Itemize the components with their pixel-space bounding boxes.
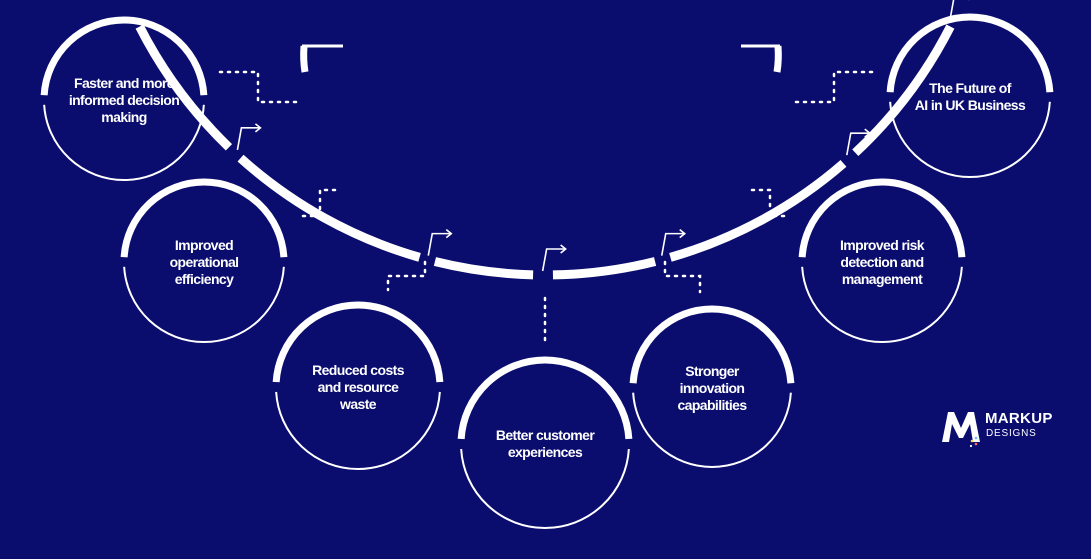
arc-segment-4 bbox=[552, 257, 657, 280]
node-innovation-circle bbox=[629, 305, 795, 468]
node-efficiency-ring-top bbox=[120, 178, 288, 258]
arc-cap-right-join bbox=[773, 45, 782, 73]
node-risk-label: Improved risk detection and management bbox=[839, 236, 925, 287]
node-risk-ring-top bbox=[798, 178, 966, 258]
logo-wordmark: MARKUP bbox=[985, 410, 1053, 427]
arc-arrow-3 bbox=[541, 248, 565, 272]
connector-3 bbox=[386, 260, 427, 292]
arc-segment-5 bbox=[669, 159, 847, 262]
node-future-label: The Future of AI in UK Business bbox=[914, 80, 1026, 113]
arc-arrow-head-4 bbox=[679, 229, 687, 239]
arc-segment-6 bbox=[852, 24, 955, 157]
node-decision-ring-top bbox=[40, 16, 208, 96]
node-innovation-ring-bottom bbox=[632, 392, 792, 468]
node-innovation-label: Stronger innovation capabilities bbox=[677, 362, 747, 413]
node-decision-label: Faster and more informed decision making bbox=[68, 74, 180, 125]
node-efficiency-ring-bottom bbox=[123, 266, 285, 343]
node-customer-ring-bottom bbox=[460, 448, 630, 530]
node-risk-ring-bottom bbox=[801, 266, 963, 343]
node-customer-circle bbox=[457, 356, 633, 530]
node-future-circle bbox=[886, 13, 1054, 178]
arc-cap-left-join bbox=[300, 45, 309, 73]
connector-7 bbox=[794, 70, 874, 104]
markup-m-logo-icon bbox=[942, 412, 980, 448]
node-costs-circle bbox=[272, 301, 444, 470]
node-future-ring-bottom bbox=[889, 101, 1051, 178]
central-arc bbox=[135, 0, 970, 280]
logo-subtitle: DESIGNS bbox=[986, 428, 1037, 439]
node-efficiency-circle bbox=[120, 178, 288, 343]
node-customer-label: Better customer experiences bbox=[495, 427, 595, 460]
arc-arrow-head-3 bbox=[560, 244, 567, 254]
arc-arrow-6 bbox=[949, 0, 955, 18]
connector-6 bbox=[750, 188, 792, 218]
node-costs-ring-top bbox=[272, 301, 444, 383]
node-costs-label: Reduced costs and resource waste bbox=[312, 361, 404, 412]
arc-arrow-1 bbox=[236, 127, 260, 150]
connectors bbox=[218, 70, 874, 347]
arc-arrow-4 bbox=[660, 232, 684, 256]
connector-2 bbox=[298, 188, 337, 218]
node-decision-circle bbox=[40, 16, 208, 181]
node-future-ring-top bbox=[886, 13, 1054, 93]
arc-segment-1 bbox=[135, 24, 233, 151]
arc-segment-2 bbox=[237, 154, 421, 262]
connector-5 bbox=[663, 260, 702, 294]
arc-arrow-head-5 bbox=[864, 128, 872, 138]
connector-1 bbox=[218, 70, 298, 104]
node-efficiency-label: Improved operational efficiency bbox=[169, 236, 239, 287]
node-customer-ring-top bbox=[457, 356, 633, 440]
node-risk-circle bbox=[798, 178, 966, 343]
arc-arrow-head-1 bbox=[254, 123, 262, 133]
arc-segment-3 bbox=[433, 257, 534, 280]
node-decision-ring-bottom bbox=[43, 104, 205, 181]
markup-designs-logo: MARKUP DESIGNS bbox=[940, 408, 1070, 448]
node-circles bbox=[40, 13, 1054, 530]
arc-arrow-2 bbox=[427, 232, 451, 256]
node-costs-ring-bottom bbox=[275, 391, 441, 470]
arc-arrow-head-2 bbox=[445, 229, 453, 239]
arc-arrow-5 bbox=[845, 132, 869, 156]
node-innovation-ring-top bbox=[629, 305, 795, 384]
